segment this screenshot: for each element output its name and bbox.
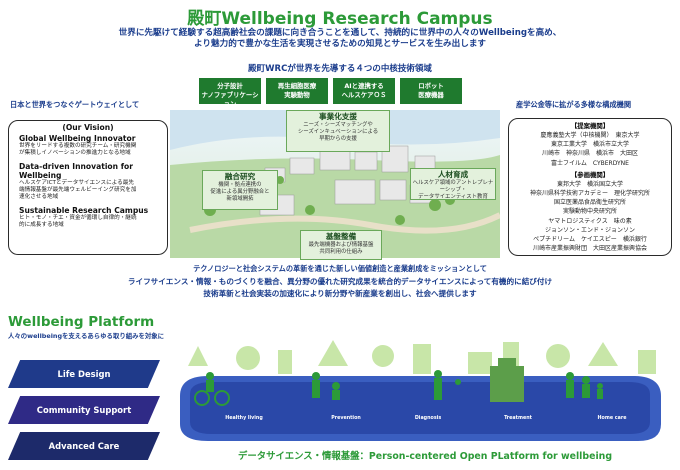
core-title: 殿町WRCが世界を先導する４つの中核技術領域 bbox=[248, 64, 432, 74]
participants-heading: 【参画機関】 bbox=[570, 170, 610, 179]
header-line-1: 世界に先駆けて経験する超高齢社会の課題に向き合うことを通して、持続的に世界中の人… bbox=[118, 28, 562, 38]
platform-title: Wellbeing Platform bbox=[8, 314, 155, 330]
stage-home-care: Home care bbox=[597, 416, 627, 421]
stage-healthy-living: Healthy living bbox=[225, 416, 263, 421]
mission-line-3: 技術革新と社会実装の加速化により新分野や新産業を創出し、社会へ提供します bbox=[203, 289, 477, 298]
platform-footer: データサイエンス・情報基盤：Person-centered Open PLatf… bbox=[237, 451, 613, 462]
core-box-robot: ロボット医療機器 bbox=[400, 78, 462, 104]
institutions-box: 【提案機関】 慶應義塾大学（中核機関） 東京大学 東京工業大学 横浜市立大学 川… bbox=[508, 118, 672, 256]
platform-band bbox=[180, 340, 661, 441]
label-fusion-research: 融合研究 機関・拠点連携の 促進による異分野融合と 新領域開拓 bbox=[202, 170, 278, 210]
right-panel-title: 産学公金等に拡がる多様な構成機関 bbox=[516, 100, 632, 109]
vision-item-1-heading: Global Wellbeing Innovator bbox=[19, 134, 136, 143]
stage-treatment: Treatment bbox=[504, 416, 532, 421]
label-infrastructure: 基盤整備 最先端機器および情報基盤 共同利用の仕組み bbox=[300, 230, 382, 260]
layer-community-support: Community Support bbox=[8, 396, 160, 424]
stage-prevention: Prevention bbox=[331, 416, 361, 421]
core-box-molecular: 分子設計ナノファブリケーション bbox=[199, 78, 261, 108]
vision-label: (Our Vision) bbox=[62, 123, 114, 132]
mission-line-1: テクノロジーと社会システムの革新を通じた新しい価値創造と産業創成をミッションとし… bbox=[193, 264, 487, 273]
page-title: 殿町Wellbeing Research Campus bbox=[187, 9, 493, 29]
header-line-2: より魅力的で豊かな生活を実現させるための知見とサービスを生み出します bbox=[193, 39, 487, 49]
vision-box: (Our Vision) Global Wellbeing Innovator … bbox=[8, 120, 168, 255]
layer-life-design: Life Design bbox=[8, 360, 160, 388]
platform-subtitle: 人々のwellbeingを支えるあらゆる取り組みを対象に bbox=[8, 332, 165, 340]
vision-item-3-heading: Sustainable Research Campus bbox=[19, 206, 149, 215]
vision-item-2-heading: Data-driven Innovation for bbox=[19, 162, 133, 171]
left-panel-title: 日本と世界をつなぐゲートウェイとして bbox=[10, 100, 140, 109]
core-box-regenerative: 再生細胞医療実験動物 bbox=[266, 78, 328, 104]
layer-advanced-care: Advanced Care bbox=[8, 432, 160, 460]
core-box-ai: AIと連携するヘルスケアＯＳ bbox=[333, 78, 395, 104]
label-business-support: 事業化支援 ニーズ・シーズマッチングや シーズインキュベーションによる 早期から… bbox=[286, 110, 390, 152]
label-human-resources: 人材育成 ヘルスケア領域のアントレプレナーシップ・ データサイエンティスト教育 bbox=[410, 168, 496, 200]
stage-diagnosis: Diagnosis bbox=[414, 416, 442, 421]
proposers-heading: 【提案機関】 bbox=[570, 122, 610, 130]
mission-line-2: ライフサイエンス・情報・ものづくりを融合、異分野の優れた研究成果を統合的データサ… bbox=[127, 277, 553, 286]
